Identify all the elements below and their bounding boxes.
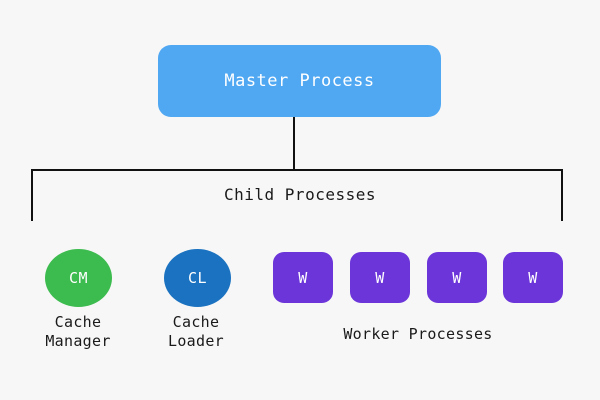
worker-process-initials: W [452,268,462,287]
worker-process-initials: W [528,268,538,287]
cache-manager-node[interactable]: CM [45,249,112,307]
master-to-children-connector [293,117,295,171]
worker-process-initials: W [298,268,308,287]
child-processes-bracket-top [31,169,563,171]
cache-loader-caption: Cache Loader [168,313,224,350]
cache-manager-caption: Cache Manager [45,313,111,350]
worker-process-node[interactable]: W [273,252,333,303]
child-processes-bracket-left-tick [31,169,33,221]
worker-process-node[interactable]: W [427,252,487,303]
cache-loader-initials: CL [187,269,208,287]
cache-loader-node[interactable]: CL [164,249,231,307]
master-process-label: Master Process [224,71,375,91]
child-processes-bracket-right-tick [561,169,563,221]
child-processes-label: Child Processes [224,185,376,204]
worker-processes-caption: Worker Processes [343,325,493,343]
worker-process-node[interactable]: W [350,252,410,303]
cache-manager-initials: CM [68,269,89,287]
worker-process-initials: W [375,268,385,287]
master-process-node[interactable]: Master Process [158,45,441,117]
worker-process-node[interactable]: W [503,252,563,303]
